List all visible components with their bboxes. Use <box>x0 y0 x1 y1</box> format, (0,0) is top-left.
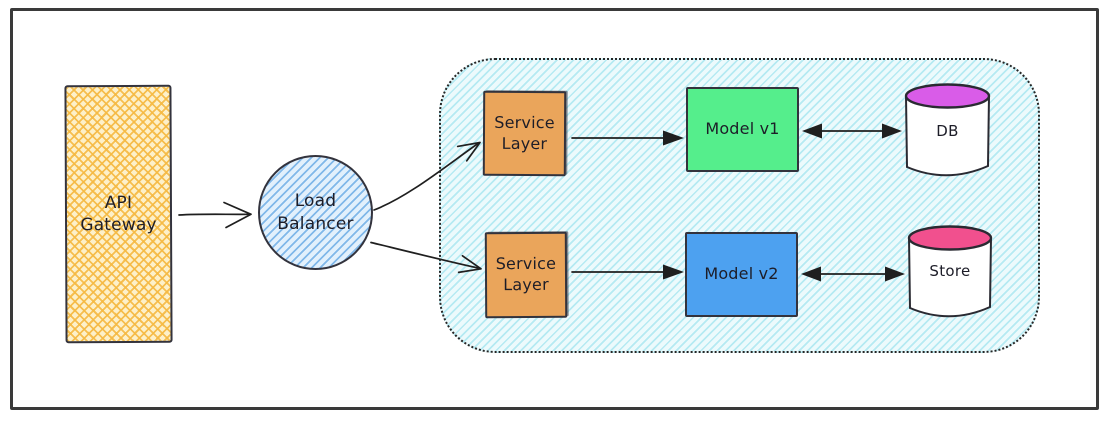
api-gateway-label: API Gateway <box>80 192 157 236</box>
model-v2-label: Model v2 <box>704 264 779 284</box>
model-v1-label: Model v1 <box>705 119 780 139</box>
db-label: DB <box>936 122 959 140</box>
service-layer-top-label: Service Layer <box>494 112 555 153</box>
node-model-v1[interactable]: Model v1 <box>686 87 799 172</box>
db-cylinder-shape <box>904 83 991 177</box>
node-api-gateway[interactable]: API Gateway <box>64 84 173 344</box>
node-db-cylinder[interactable]: DB <box>902 82 993 183</box>
load-balancer-label: Load Balancer <box>277 191 354 234</box>
service-layer-bottom-label: Service Layer <box>495 254 557 295</box>
node-service-layer-bottom[interactable]: Service Layer <box>484 231 568 319</box>
node-load-balancer[interactable]: Load Balancer <box>258 155 373 270</box>
store-cylinder-shape <box>907 225 993 318</box>
outer-frame <box>10 8 1099 410</box>
node-model-v2[interactable]: Model v2 <box>685 232 798 317</box>
store-label: Store <box>929 262 971 280</box>
node-service-layer-top[interactable]: Service Layer <box>482 90 567 177</box>
node-store-cylinder[interactable]: Store <box>905 224 995 324</box>
